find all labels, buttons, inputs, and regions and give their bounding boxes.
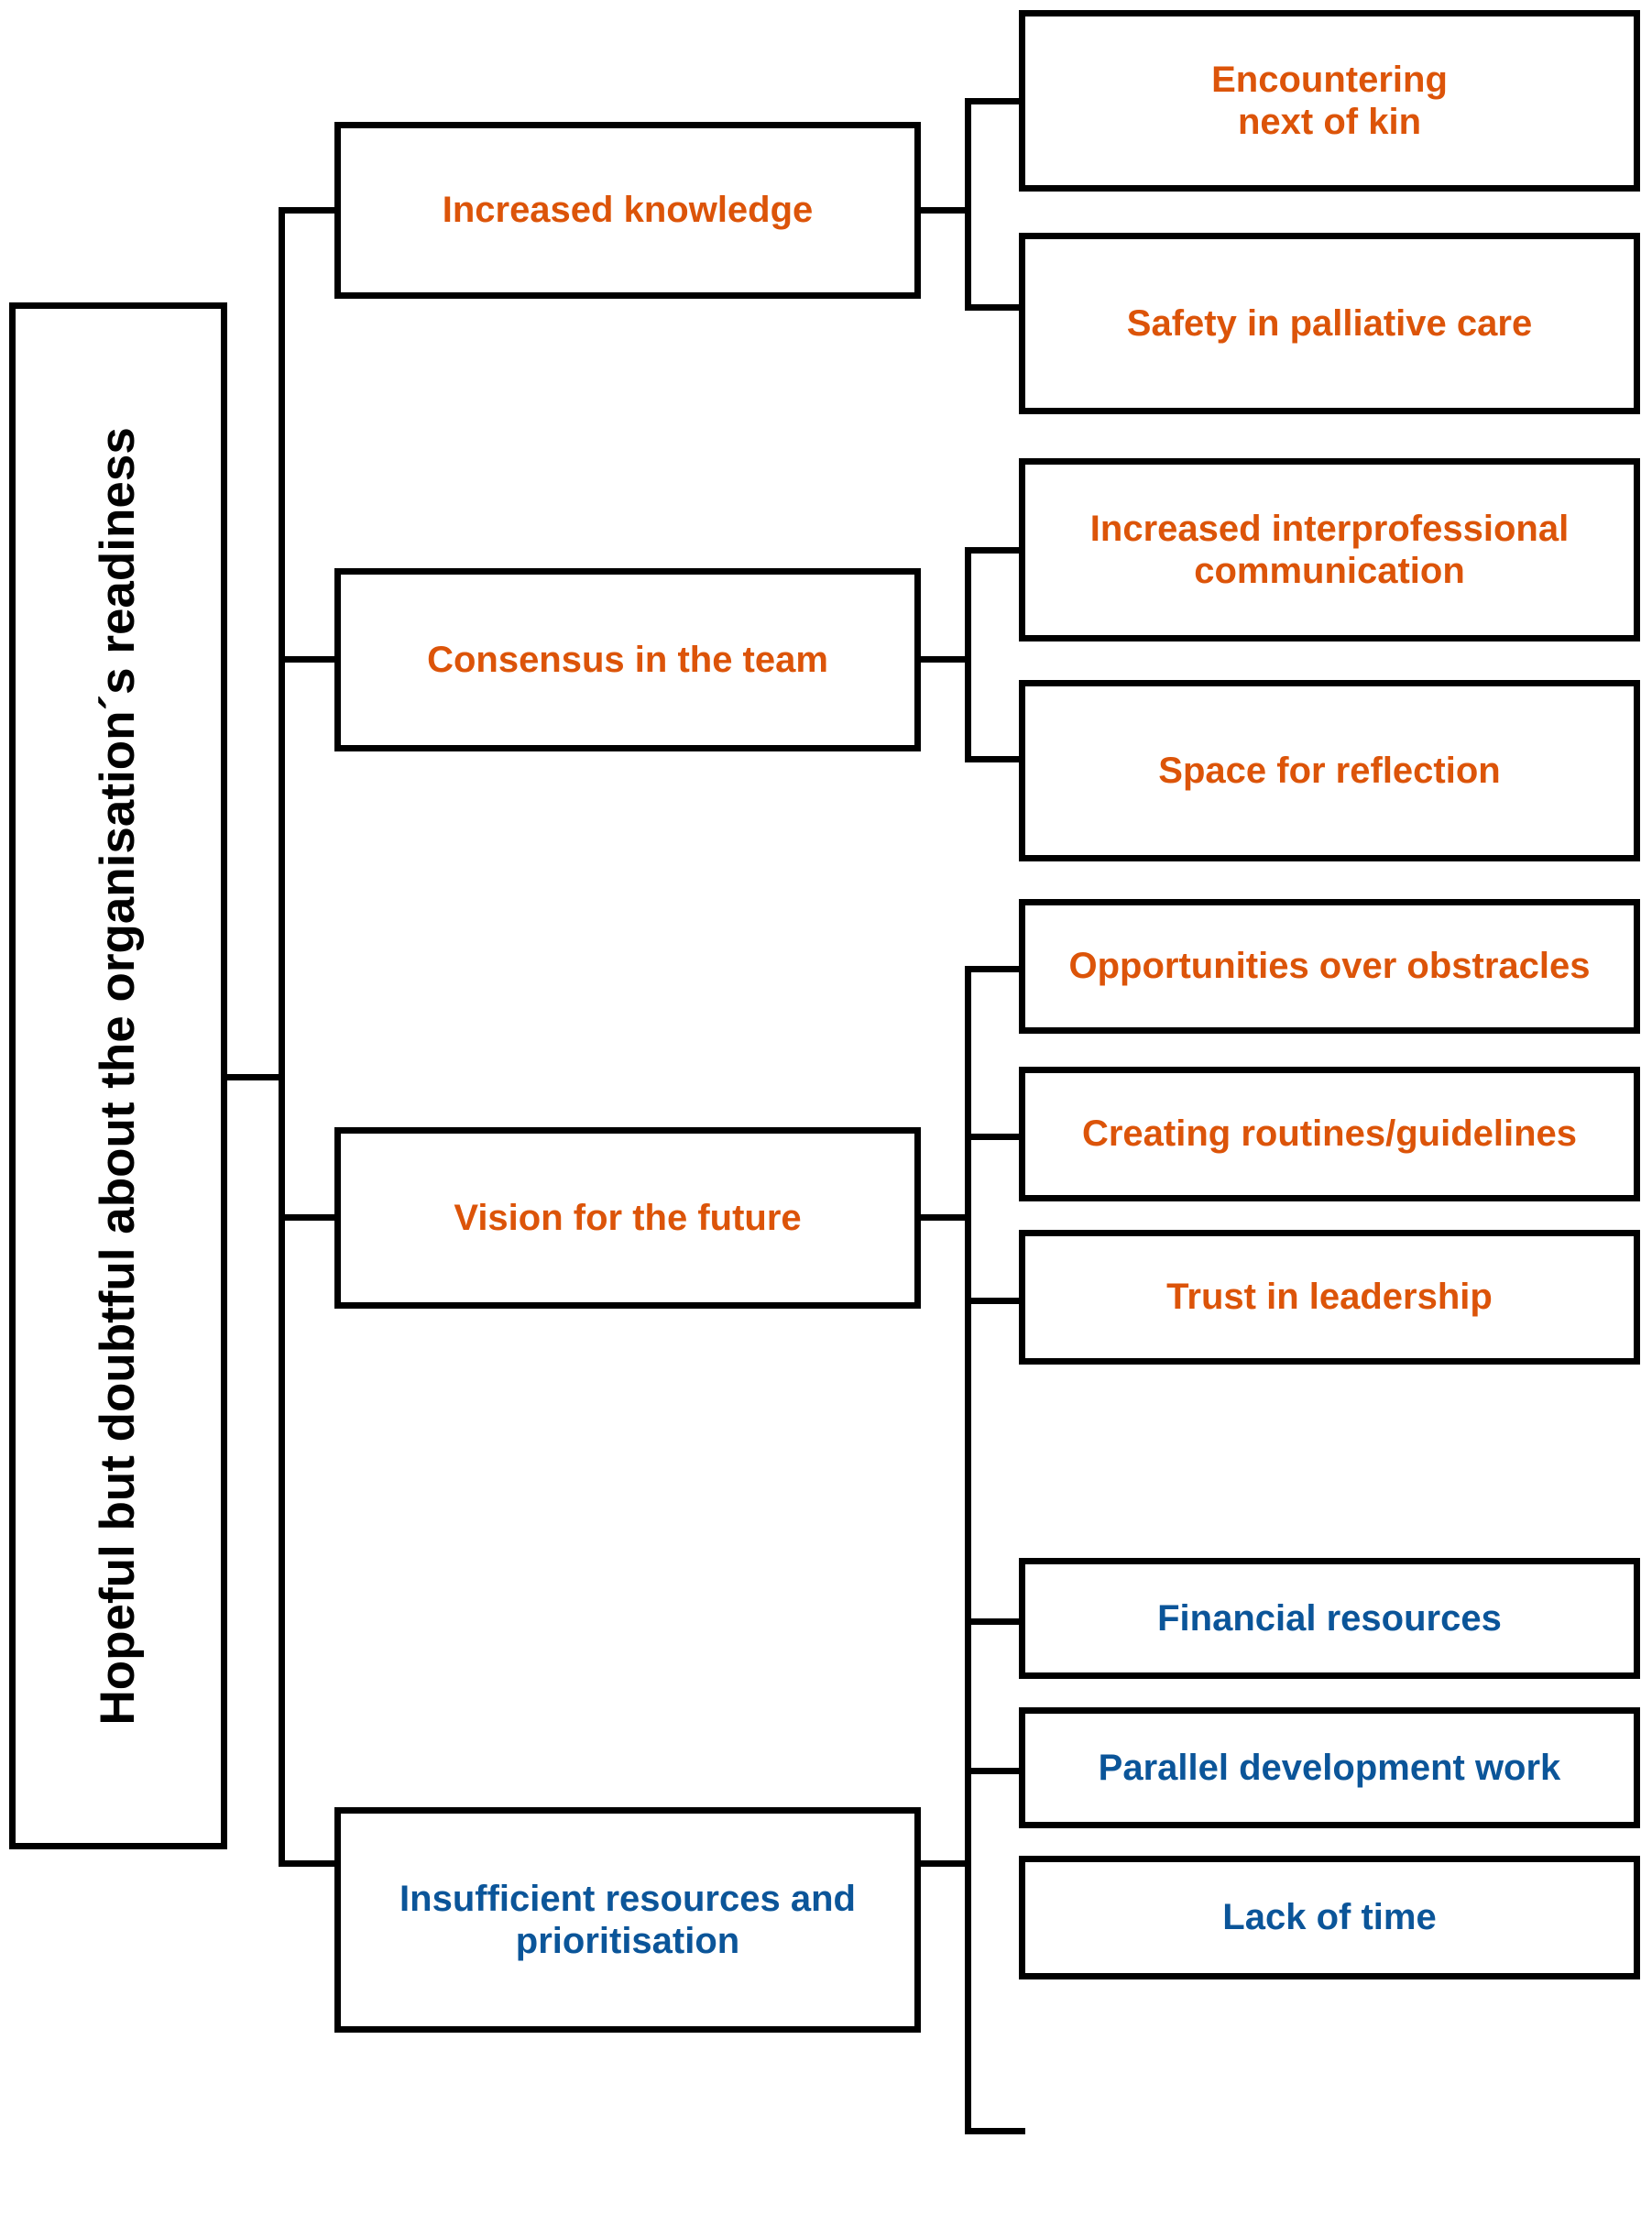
- branch-node-consensus-in-the-team[interactable]: Consensus in the team: [334, 568, 921, 751]
- branch-3-sub-spine: [965, 966, 971, 1882]
- leaf-label: Space for reflection: [1158, 750, 1501, 791]
- branch-label: Increased knowledge: [442, 190, 814, 231]
- branch-3-child-3-connector: [965, 1298, 1025, 1304]
- leaf-node-trust-in-leadership[interactable]: Trust in leadership: [1019, 1230, 1640, 1365]
- branch-2-child-2-connector: [965, 756, 1025, 762]
- leaf-label: Financial resources: [1157, 1597, 1502, 1639]
- leaf-label: Safety in palliative care: [1126, 302, 1533, 344]
- spine-to-branch-2-connector: [279, 656, 341, 663]
- leaf-node-creating-routines-guidelines[interactable]: Creating routines/guidelines: [1019, 1067, 1640, 1201]
- root-theme-label: Hopeful but doubtful about the organisat…: [90, 426, 145, 1726]
- branch-3-child-2-connector: [965, 1134, 1025, 1140]
- branch-4-sub-spine: [965, 1618, 971, 2134]
- branch-4-out-connector: [916, 1860, 971, 1867]
- leaf-node-opportunities-over-obstracles[interactable]: Opportunities over obstracles: [1019, 899, 1640, 1034]
- main-spine: [279, 211, 285, 1867]
- branch-node-vision-for-the-future[interactable]: Vision for the future: [334, 1127, 921, 1309]
- branch-node-increased-knowledge[interactable]: Increased knowledge: [334, 122, 921, 299]
- leaf-node-parallel-development-work[interactable]: Parallel development work: [1019, 1707, 1640, 1828]
- branch-4-child-3-connector: [965, 2128, 1025, 2134]
- branch-2-out-connector: [916, 656, 971, 663]
- branch-3-child-1-connector: [965, 966, 1025, 972]
- leaf-label: Lack of time: [1222, 1897, 1437, 1938]
- leaf-node-safety-in-palliative-care[interactable]: Safety in palliative care: [1019, 233, 1640, 414]
- root-theme-node[interactable]: Hopeful but doubtful about the organisat…: [9, 302, 227, 1849]
- branch-label: Consensus in the team: [427, 639, 828, 680]
- spine-to-branch-4-connector: [279, 1860, 341, 1867]
- leaf-node-financial-resources[interactable]: Financial resources: [1019, 1558, 1640, 1679]
- leaf-label: Opportunities over obstracles: [1068, 946, 1591, 987]
- branch-4-child-2-connector: [965, 1768, 1025, 1774]
- leaf-node-space-for-reflection[interactable]: Space for reflection: [1019, 680, 1640, 861]
- branch-1-child-1-connector: [965, 98, 1025, 104]
- leaf-label: Trust in leadership: [1166, 1277, 1493, 1318]
- leaf-label: Parallel development work: [1098, 1747, 1561, 1788]
- spine-to-branch-1-connector: [279, 207, 341, 214]
- branch-3-out-connector: [916, 1214, 971, 1221]
- branch-4-child-1-connector: [965, 1618, 1025, 1625]
- branch-2-child-1-connector: [965, 547, 1025, 554]
- branch-1-sub-spine: [965, 98, 971, 311]
- branch-1-out-connector: [916, 207, 971, 214]
- root-to-spine-connector: [221, 1074, 285, 1080]
- leaf-label: Creating routines/guidelines: [1081, 1113, 1578, 1155]
- branch-label: Vision for the future: [454, 1197, 802, 1238]
- branch-1-child-2-connector: [965, 304, 1025, 311]
- branch-2-sub-spine: [965, 547, 971, 762]
- leaf-node-lack-of-time[interactable]: Lack of time: [1019, 1856, 1640, 1979]
- spine-to-branch-3-connector: [279, 1214, 341, 1221]
